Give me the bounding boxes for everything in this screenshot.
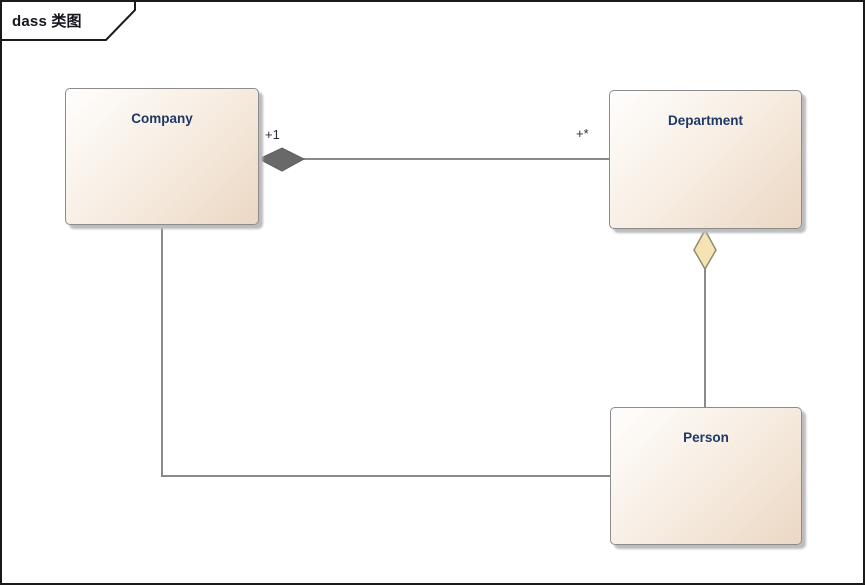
class-node-company[interactable]: Company: [65, 88, 259, 225]
multiplicity-label-source: +1: [265, 127, 280, 142]
frame-tab-shape: [2, 2, 136, 41]
class-node-department[interactable]: Department: [609, 90, 802, 229]
association-line[interactable]: [161, 225, 610, 477]
aggregation-diamond-icon[interactable]: [693, 228, 717, 271]
diagram-frame-label: dass 类图: [12, 13, 82, 30]
class-node-person[interactable]: Person: [610, 407, 802, 545]
class-title-person: Person: [683, 430, 729, 445]
class-title-department: Department: [667, 113, 743, 128]
composition-diamond-icon[interactable]: [257, 147, 306, 172]
multiplicity-label-target: +*: [576, 126, 589, 141]
class-title-company: Company: [131, 111, 193, 126]
frame-tab-polygon: [2, 2, 136, 41]
